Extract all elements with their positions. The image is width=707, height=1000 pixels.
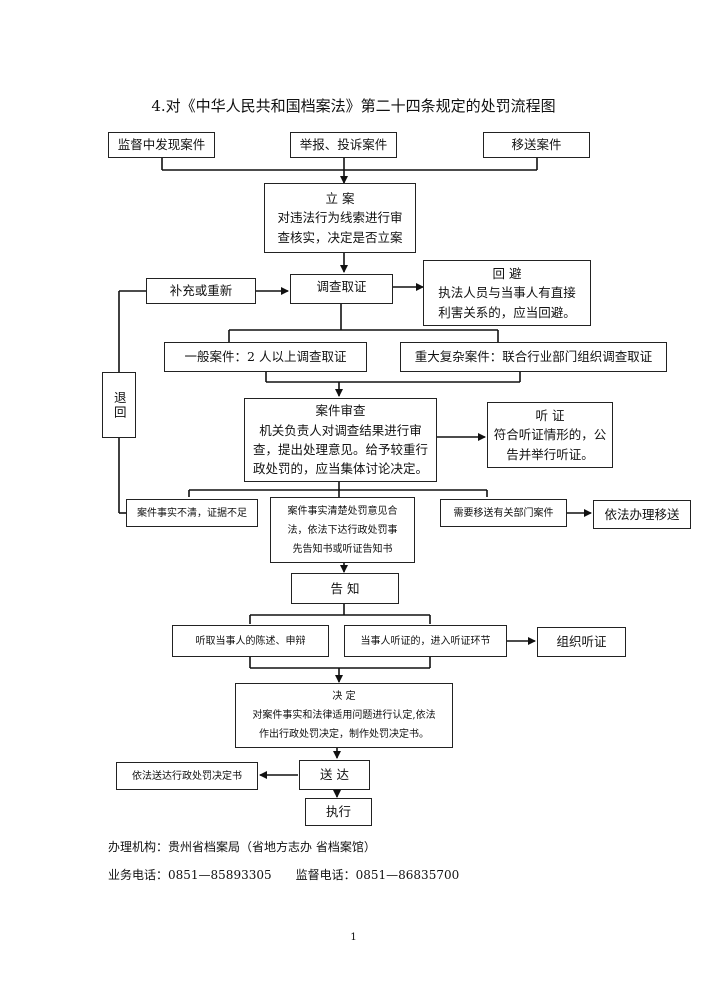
- filing-box: 立 案对违法行为线索进行审查核实，决定是否立案: [264, 183, 416, 253]
- investigate-box: 调查取证: [290, 274, 393, 304]
- page-title: 4.对《中华人民共和国档案法》第二十四条规定的处罚流程图: [151, 97, 556, 115]
- deliver-box: 送 达: [299, 760, 370, 790]
- hearing-request-box: 当事人听证的，进入听证环节: [344, 625, 507, 657]
- major-case-box: 重大复杂案件：联合行业部门组织调查取证: [400, 342, 667, 372]
- clear-facts-box: 案件事实清楚处罚意见合法，依法下达行政处罚事先告知书或听证告知书: [270, 497, 415, 563]
- transfer-by-law-box: 依法办理移送: [593, 500, 691, 529]
- general-case-box: 一般案件：2 人以上调查取证: [164, 342, 367, 372]
- page-number: 1: [350, 932, 357, 943]
- recusal-box: 回 避执法人员与当事人有直接利害关系的，应当回避。: [423, 260, 591, 326]
- listen-box: 听取当事人的陈述、申辩: [172, 625, 329, 657]
- decision-box: 决 定对案件事实和法律适用问题进行认定,依法作出行政处罚决定，制作处罚决定书。: [235, 683, 453, 748]
- unclear-facts-box: 案件事实不清，证据不足: [126, 499, 258, 527]
- review-box: 案件审查机关负责人对调查结果进行审查，提出处理意见。给予较重行政处罚的，应当集体…: [244, 398, 437, 482]
- source-report: 举报、投诉案件: [290, 132, 397, 158]
- transfer-needed-box: 需要移送有关部门案件: [440, 499, 567, 527]
- office-info: 办理机构：贵州省档案局（省地方志办 省档案馆）: [108, 840, 376, 854]
- organize-hearing-box: 组织听证: [537, 627, 626, 657]
- phone-info: 业务电话：0851—85893305 监督电话：0851—86835700: [108, 868, 460, 882]
- execute-box: 执行: [305, 798, 372, 826]
- return-box: 退回: [102, 372, 136, 438]
- notify-box: 告 知: [291, 573, 399, 604]
- hearing-box: 听 证符合听证情形的，公告并举行听证。: [487, 402, 613, 468]
- deliver-by-law-box: 依法送达行政处罚决定书: [116, 762, 258, 790]
- source-transfer: 移送案件: [483, 132, 590, 158]
- supplement-box: 补充或重新: [146, 278, 256, 304]
- source-supervision: 监督中发现案件: [108, 132, 215, 158]
